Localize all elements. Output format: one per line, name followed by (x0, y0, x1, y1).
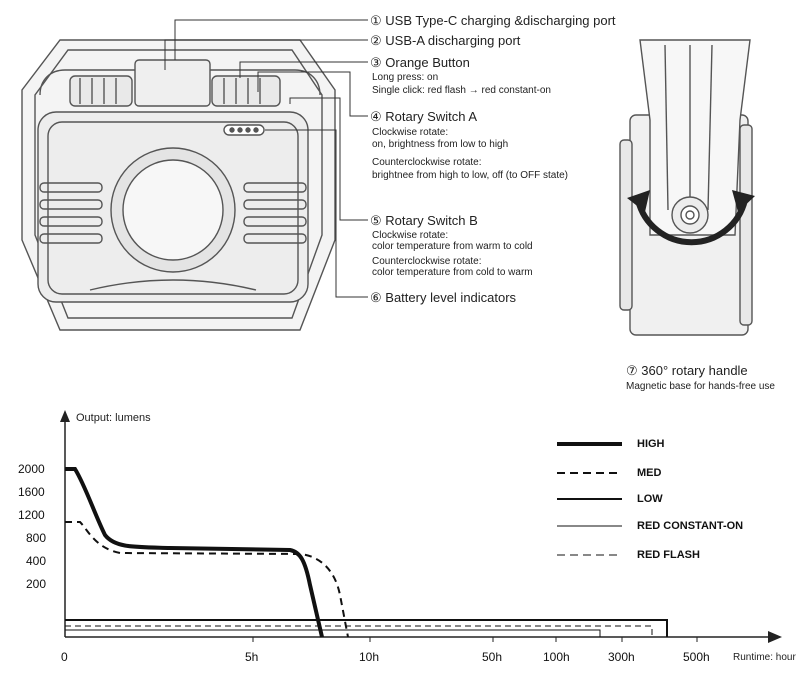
y-tick-1600: 1600 (18, 485, 45, 499)
series-red-constant-on (65, 629, 601, 637)
y-tick-200: 200 (26, 577, 47, 591)
callout-4-note-3: Counterclockwise rotate: (372, 157, 482, 168)
legend-red-constant-on: RED CONSTANT-ON (637, 520, 744, 532)
callout-4-note-2: on, brightness from low to high (372, 139, 509, 150)
callout-5: ⑤ Rotary Switch B (370, 213, 478, 228)
x-tick-300h: 300h (608, 650, 635, 664)
rotary-switch-b (211, 75, 281, 107)
x-axis-arrow (768, 631, 782, 643)
callout-5-note-3: Counterclockwise rotate: (372, 256, 482, 267)
legend-med: MED (637, 467, 662, 479)
callout-2: ② USB-A discharging port (370, 33, 521, 48)
y-axis-arrow (60, 410, 70, 422)
x-tick-50h: 50h (482, 650, 503, 664)
y-tick-400: 400 (26, 554, 47, 568)
callout-4-note-1: Clockwise rotate: (372, 127, 449, 138)
callout-4-note-4: brightnee from high to low, off (to OFF … (372, 170, 569, 181)
lantern-side-view (619, 39, 753, 336)
callout-5-note-1: Clockwise rotate: (372, 230, 449, 241)
battery-level-indicators (223, 124, 265, 136)
series-high (65, 467, 324, 638)
callout-7-note-1: Magnetic base for hands-free use (626, 381, 775, 392)
callout-3-note-2: Single click: red flash → red constant-o… (372, 85, 551, 96)
usb-port-housing (134, 59, 211, 107)
callout-5-note-4: color temperature from cold to warm (372, 267, 533, 278)
y-tick-2000: 2000 (18, 462, 45, 476)
x-tick-0: 0 (61, 650, 68, 664)
series-low (65, 619, 668, 637)
rotation-arrowhead-right (732, 190, 755, 212)
y-tick-1200: 1200 (18, 508, 45, 522)
callout-3-note-1: Long press: on (372, 72, 439, 83)
callout-1: ① USB Type-C charging &discharging port (370, 13, 616, 28)
rotation-arrowhead-left (627, 190, 650, 212)
callout-3: ③ Orange Button (370, 55, 470, 70)
x-tick-marks (252, 637, 698, 642)
series-med (65, 521, 349, 638)
y-axis-label: Output: lumens (76, 412, 151, 424)
series-red-flash (65, 625, 653, 637)
rotation-arrows (635, 199, 748, 246)
legend-high: HIGH (637, 438, 665, 450)
y-tick-800: 800 (26, 531, 47, 545)
callout-4: ④ Rotary Switch A (370, 109, 478, 124)
callout-7: ⑦ 360° rotary handle (626, 363, 748, 378)
legend-red-flash: RED FLASH (637, 549, 700, 561)
callout-leaders (164, 19, 368, 298)
x-tick-5h: 5h (245, 650, 259, 664)
legend-low: LOW (637, 493, 663, 505)
callout-5-note-2: color temperature from warm to cold (372, 241, 533, 252)
x-axis-label: Runtime: hour (733, 652, 796, 663)
x-tick-500h: 500h (683, 650, 710, 664)
callout-6: ⑥ Battery level indicators (370, 290, 517, 305)
x-tick-10h: 10h (359, 650, 380, 664)
x-tick-100h: 100h (543, 650, 570, 664)
lantern-front-view (21, 39, 336, 331)
